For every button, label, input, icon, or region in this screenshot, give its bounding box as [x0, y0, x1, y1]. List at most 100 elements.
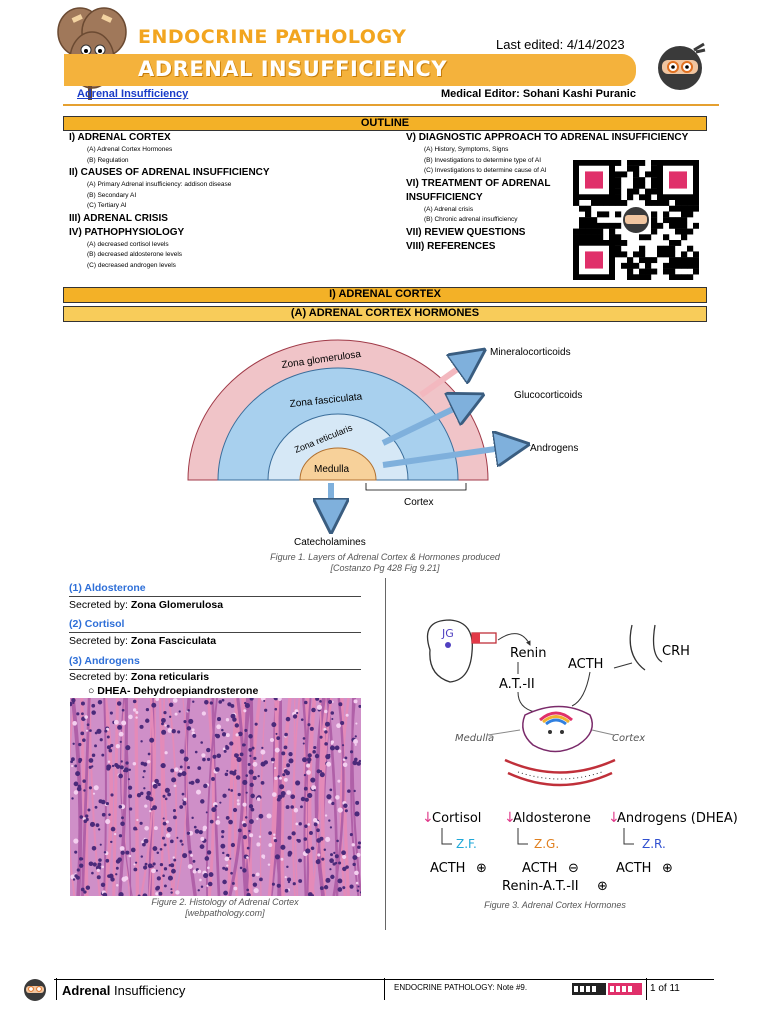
adrenal-hormones-figure: JG Renin A.T.-II ACTH CRH Medulla Cortex… [422, 619, 738, 894]
renin-label: Renin [510, 646, 547, 661]
ninja-nerd-logo-icon [572, 983, 642, 995]
subsection-header: (A) ADRENAL CORTEX HORMONES [63, 306, 707, 322]
category-title: ENDOCRINE PATHOLOGY [138, 26, 407, 48]
outline-item[interactable]: IV) PATHOPHYSIOLOGY [69, 226, 185, 238]
figure1-caption-line2: [Costanzo Pg 428 Fig 9.21] [330, 563, 440, 573]
renin-at2-regulator: Renin-A.T.-II [502, 879, 579, 894]
title-banner [64, 54, 636, 86]
outline-subitem[interactable]: (B) Chronic adrenal insufficiency [424, 216, 518, 223]
page-number: 1 of 11 [650, 983, 680, 994]
cortex-label: Cortex [612, 733, 645, 744]
page-header: ENDOCRINE PATHOLOGY ADRENAL INSUFFICIENC… [0, 0, 768, 110]
medulla-label: Medulla [455, 733, 494, 744]
last-edited: Last edited: 4/14/2023 [496, 37, 625, 52]
bullet-icon: ○ [88, 685, 98, 697]
androgens-label: Androgens (DHEA) [617, 811, 738, 826]
cortisol-label: Cortisol [432, 811, 481, 826]
qr-code-icon[interactable] [573, 160, 699, 280]
medical-editor: Medical Editor: Sohani Kashi Puranic [441, 88, 636, 100]
zg-label: Z.G. [534, 837, 559, 851]
topic-link[interactable]: Adrenal Insufficiency [77, 88, 189, 100]
figure3-caption: Figure 3. Adrenal Cortex Hormones [484, 900, 626, 910]
hormone-heading-aldosterone: (1) Aldosterone [69, 582, 146, 594]
acth-regulator-2: ACTH [522, 861, 557, 876]
footer-separator [646, 978, 647, 1000]
androgens-label: Androgens [530, 443, 578, 454]
header-divider [63, 104, 719, 106]
figure2-caption: Figure 2. Histology of Adrenal Cortex [w… [110, 897, 340, 919]
figure2-caption-line2: [webpathology.com] [185, 908, 265, 918]
jg-label: JG [441, 627, 454, 640]
plus-icon: ⊕ [597, 879, 608, 894]
outline-item[interactable]: III) ADRENAL CRISIS [69, 212, 168, 224]
crh-label: CRH [662, 644, 690, 659]
outline-subitem[interactable]: (A) Adrenal Cortex Hormones [87, 146, 173, 153]
outline-item[interactable]: I) ADRENAL CORTEX [69, 132, 171, 143]
subsection-title: (A) ADRENAL CORTEX HORMONES [290, 307, 480, 319]
footer-title: Adrenal Insufficiency [62, 983, 186, 998]
down-arrow-icon: ↓ [422, 810, 434, 826]
cortex-label: Cortex [404, 497, 433, 508]
acth-regulator-1: ACTH [430, 861, 465, 876]
hormone-heading-androgens: (3) Androgens [69, 655, 140, 667]
outline-subitem[interactable]: (A) decreased cortisol levels [87, 240, 169, 248]
outline-subitem[interactable]: (A) Adrenal crisis [424, 205, 474, 213]
outline-title: OUTLINE [360, 117, 410, 129]
hormone-heading-cortisol: (2) Cortisol [69, 618, 125, 630]
glucocorticoids-label: Glucocorticoids [514, 390, 582, 401]
outline-subitem[interactable]: (C) decreased androgen levels [87, 261, 176, 269]
outline-item[interactable]: V) DIAGNOSTIC APPROACH TO ADRENAL INSUFF… [406, 132, 689, 143]
outline-item[interactable]: VI) TREATMENT OF ADRENAL [406, 177, 551, 189]
at2-label: A.T.-II [499, 677, 535, 692]
outline-subitem[interactable]: (B) Regulation [87, 156, 129, 164]
outline-item-cont[interactable]: INSUFFICIENCY [406, 191, 483, 203]
outline-item[interactable]: VII) REVIEW QUESTIONS [406, 226, 526, 238]
section-header: I) ADRENAL CORTEX [63, 287, 707, 303]
aldosterone-label: Aldosterone [513, 811, 591, 826]
plus-icon: ⊕ [662, 861, 673, 876]
outline-subitem[interactable]: (A) History, Symptoms, Signs [424, 146, 509, 153]
outline: I) ADRENAL CORTEX (A) Adrenal Cortex Hor… [63, 131, 707, 281]
divider [69, 632, 361, 633]
adrenal-mascot-icon [57, 7, 127, 100]
ninja-footer-icon [24, 979, 46, 1001]
catecholamines-label: Catecholamines [294, 537, 366, 548]
zr-label: Z.R. [642, 837, 666, 851]
page-title: ADRENAL INSUFFICIENCY [138, 57, 448, 81]
footer-separator [384, 978, 385, 1000]
outline-subitem[interactable]: (C) Investigations to determine cause of… [424, 167, 547, 174]
zf-label: Z.F. [456, 837, 477, 851]
footer-separator [56, 978, 57, 1000]
outline-subitem[interactable]: (A) Primary Adrenal insufficiency: addis… [87, 181, 232, 188]
outline-header: OUTLINE [63, 116, 707, 131]
outline-subitem[interactable]: (B) Investigations to determine type of … [424, 156, 542, 164]
outline-item[interactable]: VIII) REFERENCES [406, 240, 496, 252]
outline-right-column: V) DIAGNOSTIC APPROACH TO ADRENAL INSUFF… [406, 131, 706, 254]
outline-item[interactable]: II) CAUSES OF ADRENAL INSUFFICIENCY [69, 167, 270, 178]
divider [69, 596, 361, 597]
outline-subitem[interactable]: (B) Secondary AI [87, 191, 137, 199]
hormone-source-cortisol: Secreted by: Zona Fasciculata [69, 635, 217, 647]
ninja-logo-icon [658, 42, 706, 90]
outline-subitem[interactable]: (B) decreased aldosterone levels [87, 251, 183, 258]
plus-icon: ⊕ [476, 861, 487, 876]
figure2-caption-line1: Figure 2. Histology of Adrenal Cortex [151, 897, 299, 907]
acth-regulator-3: ACTH [616, 861, 651, 876]
dhea-bullet: ○ DHEA- Dehydroepiandrosterone [88, 685, 259, 697]
acth-label: ACTH [568, 657, 603, 672]
section-title: I) ADRENAL CORTEX [329, 288, 441, 300]
outline-subitem[interactable]: (C) Tertiary AI [87, 202, 127, 209]
column-divider [385, 578, 386, 930]
minus-icon: ⊖ [568, 861, 579, 876]
histology-image [70, 698, 361, 896]
mineralocorticoids-label: Mineralocorticoids [490, 347, 571, 358]
outline-left-column: I) ADRENAL CORTEX (A) Adrenal Cortex Hor… [69, 131, 389, 271]
hormone-source-aldosterone: Secreted by: Zona Glomerulosa [69, 599, 224, 611]
footer-note: ENDOCRINE PATHOLOGY: Note #9. [394, 983, 528, 992]
adrenal-layers-figure: Zona glomerulosa Zona fasciculata Zona r… [187, 339, 582, 548]
figure1-caption-line1: Figure 1. Layers of Adrenal Cortex & Hor… [270, 552, 500, 562]
figure1-caption: Figure 1. Layers of Adrenal Cortex & Hor… [200, 552, 570, 574]
divider [69, 669, 361, 670]
down-arrow-icon: ↓ [504, 810, 516, 826]
hormone-source-androgens: Secreted by: Zona reticularis [69, 671, 210, 683]
